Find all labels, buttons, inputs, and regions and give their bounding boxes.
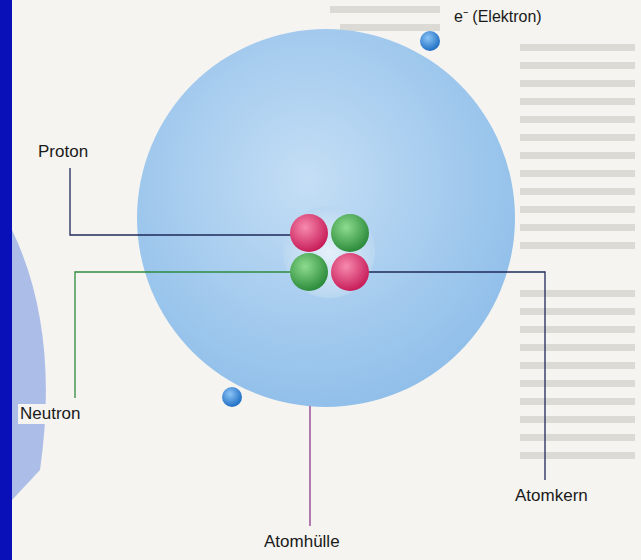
electron bbox=[420, 31, 440, 51]
swoosh bbox=[12, 230, 46, 500]
part-label: Proton bbox=[36, 142, 90, 162]
part-label: Atomkern bbox=[513, 486, 590, 506]
neutron bbox=[290, 253, 328, 291]
neutron bbox=[331, 214, 369, 252]
book-page bbox=[12, 0, 641, 560]
proton bbox=[331, 253, 369, 291]
part-label: Atomhülle bbox=[262, 532, 342, 552]
leader-lines bbox=[70, 168, 545, 526]
part-label: Neutron bbox=[18, 404, 82, 424]
proton bbox=[290, 214, 328, 252]
part-label: e⁻ (Elektron) bbox=[452, 8, 544, 26]
electron bbox=[222, 387, 242, 407]
nucleus bbox=[283, 206, 375, 298]
atom-shell bbox=[137, 29, 515, 407]
